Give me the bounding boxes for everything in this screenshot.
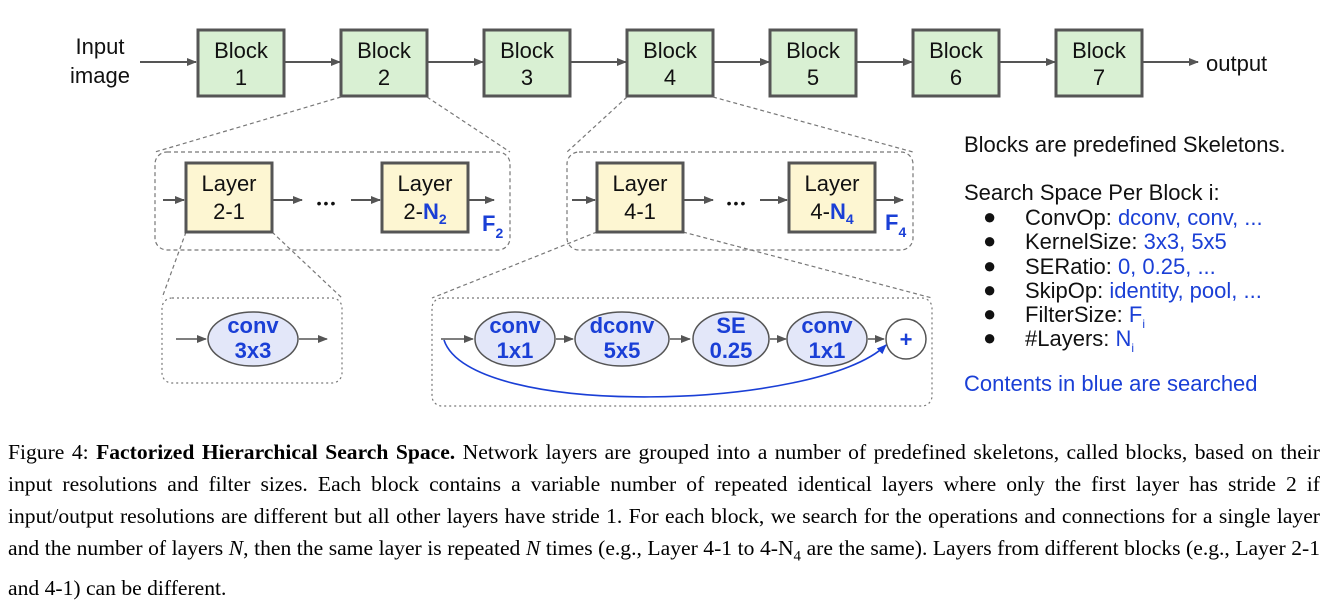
layer-2-n2-number: 2-N2 bbox=[403, 199, 446, 227]
block-7: Block 7 bbox=[1054, 28, 1144, 98]
layer-2-1-label: Layer bbox=[201, 171, 256, 196]
op-conv-1x1-second-kernel: 1x1 bbox=[809, 338, 846, 363]
legend-bullet-1: ● bbox=[983, 204, 996, 229]
zoom-line-layer41-right bbox=[682, 231, 933, 299]
block-2-label: Block bbox=[357, 38, 412, 63]
layer-4-1-box bbox=[595, 161, 685, 234]
block-4-number: 4 bbox=[664, 65, 676, 90]
block-1-number: 1 bbox=[235, 65, 247, 90]
filter-size-f4: F4 bbox=[885, 210, 906, 240]
block-3: Block 3 bbox=[482, 28, 572, 98]
caption-sub-4: 4 bbox=[793, 548, 802, 565]
op-conv-1x1-second-type: conv bbox=[801, 313, 853, 338]
legend-item-filtersize: FilterSize: Fi bbox=[1025, 302, 1145, 331]
op-se-ratio: 0.25 bbox=[710, 338, 753, 363]
op-conv-1x1-first-kernel: 1x1 bbox=[497, 338, 534, 363]
layer-4-n4-box bbox=[787, 161, 877, 234]
search-space-legend: Blocks are predefined Skeletons. Search … bbox=[964, 132, 1286, 396]
add-node-symbol: + bbox=[900, 327, 913, 352]
layer-2-1-detail: conv 3x3 bbox=[161, 297, 343, 384]
op-dconv-5x5-kernel: 5x5 bbox=[604, 338, 641, 363]
legend-bullet-5: ● bbox=[983, 301, 996, 326]
layer-4-1-label: Layer bbox=[612, 171, 667, 196]
legend-footer: Contents in blue are searched bbox=[964, 371, 1258, 396]
legend-item-convop: ConvOp: dconv, conv, ... bbox=[1025, 205, 1263, 230]
layer-4-1-detail: conv 1x1 dconv 5x5 SE 0.25 conv 1x1 + bbox=[431, 297, 933, 407]
caption-text-3: times (e.g., Layer 4-1 to 4-N bbox=[540, 536, 794, 560]
caption-title: Factorized Hierarchical Search Space. bbox=[96, 440, 456, 464]
search-space-diagram: Input image Block 1 Block 2 Block 3 Bloc… bbox=[70, 28, 1286, 407]
zoom-line-layer21-left bbox=[161, 231, 187, 299]
zoom-line-block4-right bbox=[712, 96, 914, 153]
caption-var-n1: N bbox=[228, 536, 244, 560]
op-se-0-25 bbox=[692, 311, 770, 367]
block-5-number: 5 bbox=[807, 65, 819, 90]
block-1: Block 1 bbox=[196, 28, 286, 98]
block-4: Block 4 bbox=[625, 28, 715, 98]
caption-text-2: , then the same layer is repeated bbox=[243, 536, 526, 560]
legend-item-skipop: SkipOp: identity, pool, ... bbox=[1025, 278, 1262, 303]
layer-2-n2-box bbox=[380, 161, 470, 234]
skip-connection bbox=[443, 339, 887, 398]
block-3-label: Block bbox=[500, 38, 555, 63]
block-7-label: Block bbox=[1072, 38, 1127, 63]
block-5: Block 5 bbox=[768, 28, 858, 98]
block-4-detail-group: Layer 4-1 ••• Layer 4-N4 F4 bbox=[566, 151, 914, 251]
input-label-line2: image bbox=[70, 63, 130, 88]
legend-bullet-6: ● bbox=[983, 325, 996, 350]
caption-text-4: are the same). Layers from different blo… bbox=[8, 536, 1321, 601]
zoom-line-block2-right bbox=[426, 96, 511, 153]
zoom-line-block2-left bbox=[154, 96, 342, 153]
block-6-number: 6 bbox=[950, 65, 962, 90]
block-2: Block 2 bbox=[339, 28, 429, 98]
layer-dots-4: ••• bbox=[727, 195, 748, 211]
block-6-label: Block bbox=[929, 38, 984, 63]
op-conv-1x1-first-type: conv bbox=[489, 313, 541, 338]
op-conv-1x1-second bbox=[786, 311, 868, 367]
caption-label: Figure 4: bbox=[8, 440, 97, 464]
block-1-label: Block bbox=[214, 38, 269, 63]
figure-caption: Figure 4: Factorized Hierarchical Search… bbox=[8, 436, 1320, 604]
block-4-label: Block bbox=[643, 38, 698, 63]
op-dconv-5x5 bbox=[574, 311, 670, 367]
legend-item-seratio: SERatio: 0, 0.25, ... bbox=[1025, 254, 1216, 279]
zoom-lines bbox=[154, 96, 933, 299]
layer-dots-2: ••• bbox=[317, 195, 338, 211]
op-dconv-5x5-type: dconv bbox=[590, 313, 656, 338]
op-conv-3x3-type: conv bbox=[227, 313, 279, 338]
layer-2-1-number: 2-1 bbox=[213, 199, 245, 224]
legend-line1: Blocks are predefined Skeletons. bbox=[964, 132, 1286, 157]
zoom-line-layer21-right bbox=[271, 231, 343, 299]
layer-4-n4-number: 4-N4 bbox=[810, 199, 853, 227]
block-7-number: 7 bbox=[1093, 65, 1105, 90]
caption-text-1: Network layers are grouped into a number… bbox=[8, 440, 1320, 560]
layer-2-1-box bbox=[184, 161, 274, 234]
block-6: Block 6 bbox=[911, 28, 1001, 98]
layer-4-1-number: 4-1 bbox=[624, 199, 656, 224]
zoom-line-block4-left bbox=[566, 96, 628, 153]
block-5-label: Block bbox=[786, 38, 841, 63]
op-se-type: SE bbox=[716, 313, 745, 338]
legend-item-kernelsize: KernelSize: 3x3, 5x5 bbox=[1025, 229, 1227, 254]
legend-item-layers: #Layers: Ni bbox=[1025, 326, 1134, 355]
filter-size-f2: F2 bbox=[482, 211, 503, 241]
legend-bullet-4: ● bbox=[983, 277, 996, 302]
legend-bullet-2: ● bbox=[983, 228, 996, 253]
input-label-line1: Input bbox=[76, 34, 125, 59]
add-node bbox=[885, 318, 927, 360]
op-conv-3x3-kernel: 3x3 bbox=[235, 338, 272, 363]
zoom-line-layer41-left bbox=[431, 231, 598, 299]
caption-var-n2: N bbox=[525, 536, 541, 560]
block-2-number: 2 bbox=[378, 65, 390, 90]
layer-2-n2-label: Layer bbox=[397, 171, 452, 196]
layer-4-n4-label: Layer bbox=[804, 171, 859, 196]
legend-bullet-3: ● bbox=[983, 253, 996, 278]
op-conv-3x3 bbox=[207, 311, 299, 367]
block-3-number: 3 bbox=[521, 65, 533, 90]
legend-heading: Search Space Per Block i: bbox=[964, 180, 1220, 205]
output-label: output bbox=[1206, 51, 1267, 76]
op-conv-1x1-first bbox=[474, 311, 556, 367]
block-2-detail-group: Layer 2-1 ••• Layer 2-N2 F2 bbox=[154, 151, 511, 251]
